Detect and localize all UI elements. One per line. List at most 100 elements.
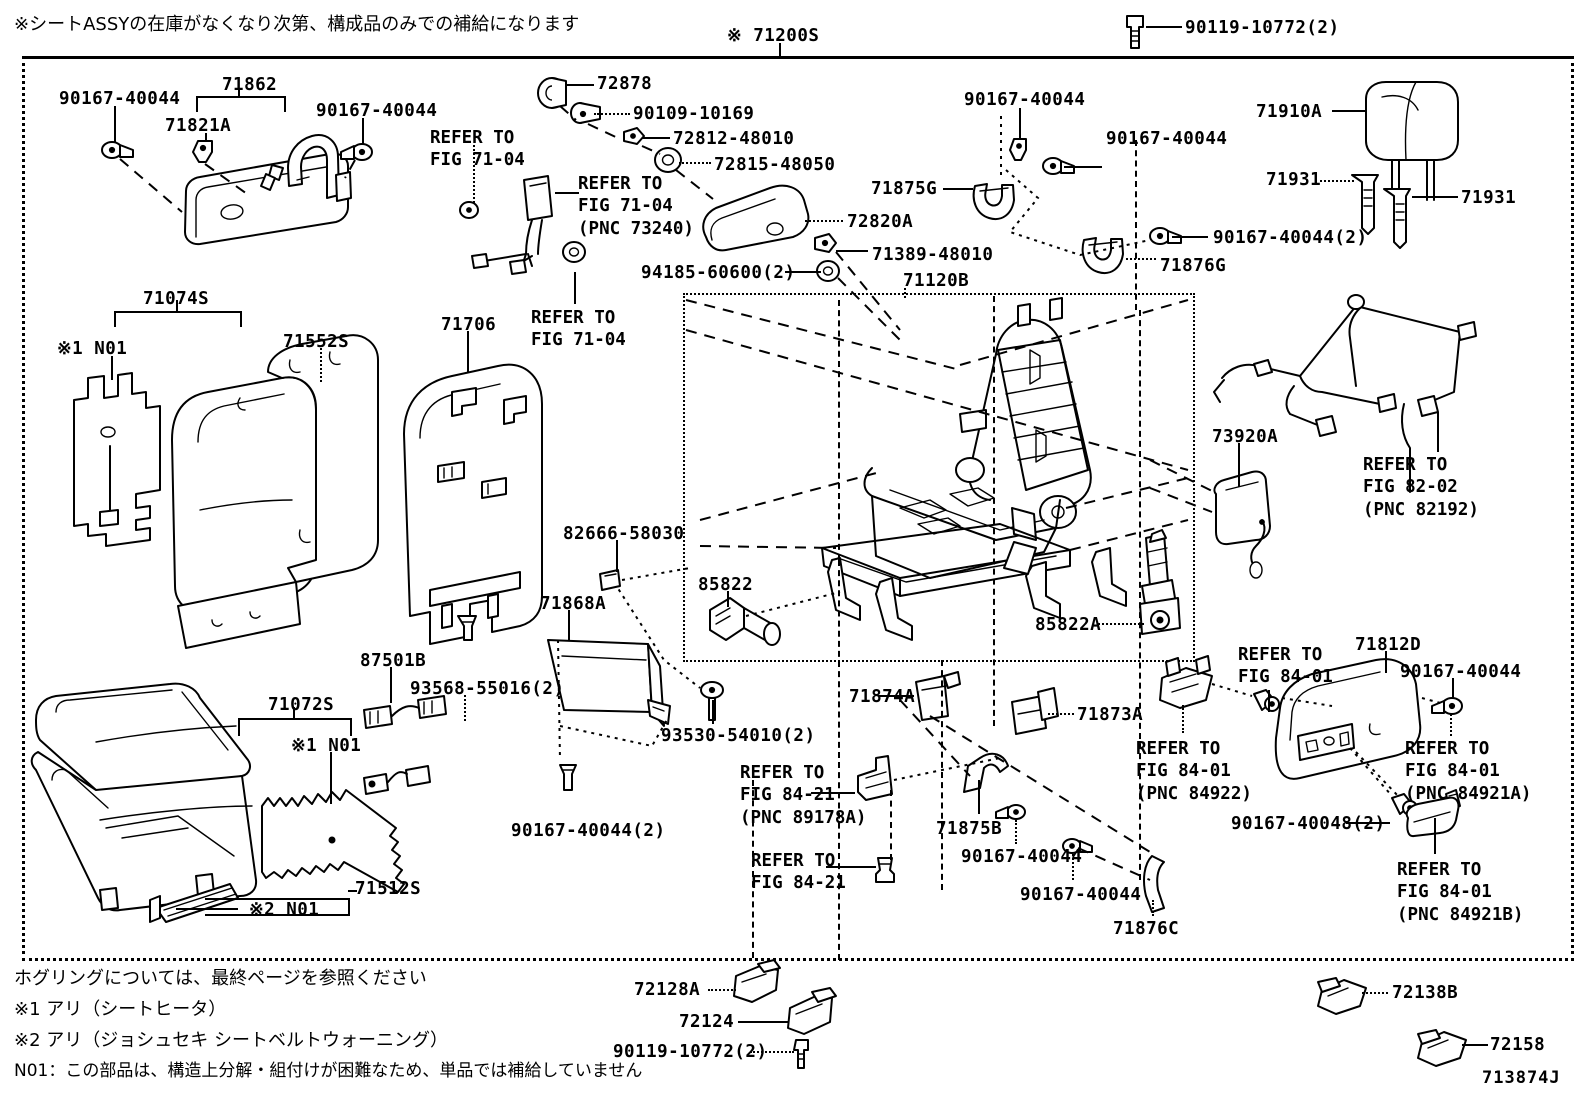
part-87501b-harness — [363, 695, 447, 729]
bracket-71072s — [238, 718, 352, 736]
part-callout-72128a: 72128A — [634, 980, 701, 1000]
part-callout-71875g: 71875G — [871, 179, 938, 199]
part-94185-60600-washer — [816, 260, 840, 282]
part-callout-71862: 71862 — [222, 75, 278, 95]
part-71389-48010-nut — [814, 233, 837, 253]
refer-block-r1: REFER TO FIG 71-04 — [430, 128, 525, 171]
part-85822-motor — [709, 597, 781, 646]
diagram-outer-border — [22, 56, 1574, 961]
leader-n01-a — [111, 356, 113, 380]
part-71910a-headrest — [1365, 81, 1459, 201]
leader-90119-top — [1146, 26, 1182, 28]
leader-90167-40048 — [1346, 822, 1390, 824]
part-72820a-armrest — [702, 184, 810, 252]
part-90109-10169-pin — [570, 102, 601, 124]
leader-71812d — [1385, 651, 1387, 673]
part-callout-71876g: 71876G — [1160, 256, 1227, 276]
leader-82666 — [616, 540, 618, 572]
screw-90119-10772-bottom — [793, 1039, 809, 1069]
leader-93568 — [464, 695, 466, 721]
part-84921b-trim — [1405, 796, 1460, 838]
screw-fig8421 — [875, 857, 895, 883]
bolt-90167-40044-left — [101, 141, 134, 159]
screw-fig7104-top — [459, 201, 479, 219]
part-callout-71875b: 71875B — [936, 819, 1003, 839]
part-82192-wire-harness — [1213, 294, 1477, 493]
part-71072s-cushion-heater — [261, 789, 405, 893]
washer-fig7104-bottom — [562, 241, 586, 263]
part-callout-7281548050: 72815-48050 — [714, 155, 836, 175]
part-callout-9016740044: 90167-40044 — [964, 90, 1086, 110]
refer-block-r9: REFER TO FIG 84-21 — [751, 851, 846, 894]
bolt-90167-40044-mid1 — [995, 804, 1026, 820]
refer-block-r4: REFER TO FIG 82-02 (PNC 82192) — [1363, 455, 1479, 520]
leader-fig8401-d — [1434, 818, 1436, 854]
part-callout-71874a: 71874A — [849, 687, 916, 707]
leader-fig8421 — [826, 866, 876, 868]
leader-71876g — [1126, 258, 1156, 260]
footnote-2: ※1 アリ（シートヒータ） — [14, 999, 227, 1020]
leader-71552s — [320, 348, 322, 382]
part-callout-71120b: 71120B — [903, 271, 970, 291]
part-callout-72124: 72124 — [679, 1012, 735, 1032]
part-callout-73920a: 73920A — [1212, 427, 1279, 447]
part-71868a-side-panel — [547, 639, 671, 727]
part-callout-93568550162: 93568-55016(2) — [410, 679, 565, 699]
note-mark-m2: ※1 N01 — [291, 736, 362, 756]
guide-dashed-v8 — [1139, 310, 1141, 880]
screw-90119-10772-top — [1126, 15, 1144, 49]
part-callout-71931: 71931 — [1266, 170, 1322, 190]
part-callout-71821a: 71821A — [165, 116, 232, 136]
refer-block-r5: REFER TO FIG 84-01 — [1238, 645, 1333, 688]
bolt-90167-40044-2x — [1149, 227, 1182, 245]
part-callout-72158: 72158 — [1490, 1035, 1546, 1055]
footnote-3: ※2 アリ（ジョシュセキ シートベルトウォーニング） — [14, 1030, 448, 1051]
part-callout-90167400442: 90167-40044(2) — [1213, 228, 1368, 248]
bolt-71821a-stud — [192, 140, 213, 163]
guide-dashed-v7 — [890, 790, 892, 860]
part-callout-72820a: 72820A — [847, 212, 914, 232]
leader-71931-l — [1320, 180, 1354, 182]
leader-fig8421-pnc — [811, 792, 855, 794]
screw-93568-55016 — [457, 615, 477, 641]
leader-90119-bottom — [750, 1051, 794, 1053]
part-callout-9016740044: 90167-40044 — [59, 89, 181, 109]
leader-85822a — [1098, 623, 1144, 625]
refer-block-r3: REFER TO FIG 71-04 — [531, 308, 626, 351]
part-callout-85822a: 85822A — [1035, 615, 1102, 635]
leader-90167-u2 — [1064, 166, 1102, 168]
part-callout-8266658030: 82666-58030 — [563, 524, 685, 544]
leader-72878 — [566, 84, 594, 86]
part-71876g-cover — [1081, 237, 1124, 274]
refer-block-r8: REFER TO FIG 84-21 (PNC 89178A) — [740, 763, 867, 828]
assembly-dashed-lines — [685, 299, 1189, 551]
part-71931-guide-left — [1351, 174, 1379, 235]
part-callout-90167400442: 90167-40044(2) — [511, 821, 666, 841]
part-84922-bracket — [1159, 655, 1213, 709]
bracket-71074s — [114, 311, 242, 327]
part-87501b-harness-lower — [363, 765, 431, 795]
part-callout-71931: 71931 — [1461, 188, 1517, 208]
part-callout-71868a: 71868A — [540, 594, 607, 614]
leader-90109 — [594, 113, 630, 115]
part-71120b-seat-frame — [821, 297, 1127, 641]
leader-fig8401-a — [1268, 690, 1270, 712]
leader-90167-u1 — [1019, 108, 1021, 140]
part-callout-9016740044: 90167-40044 — [1106, 129, 1228, 149]
part-71812d-armrest-trim — [1274, 658, 1422, 780]
part-callout-71074s: 71074S — [143, 289, 210, 309]
guide-dashed-v6 — [752, 780, 754, 958]
figure-group-label: ※ 71200S — [727, 26, 820, 46]
footnote-1: ホグリングについては、最終ページを参照ください — [14, 968, 427, 989]
part-callout-85822: 85822 — [698, 575, 754, 595]
part-callout-71072s: 71072S — [268, 695, 335, 715]
leader-fig8401-b — [1182, 705, 1184, 733]
leader-fig8202 — [1437, 412, 1439, 452]
part-72812-48010-clip — [623, 127, 645, 145]
part-89178a-sensor — [857, 755, 893, 801]
part-71074s-seatback-heater — [73, 372, 161, 547]
leader-90167-m2 — [1072, 854, 1074, 880]
leader-n01-b — [330, 752, 332, 804]
part-71512s-trim — [149, 883, 239, 923]
part-callout-87501b: 87501B — [360, 651, 427, 671]
